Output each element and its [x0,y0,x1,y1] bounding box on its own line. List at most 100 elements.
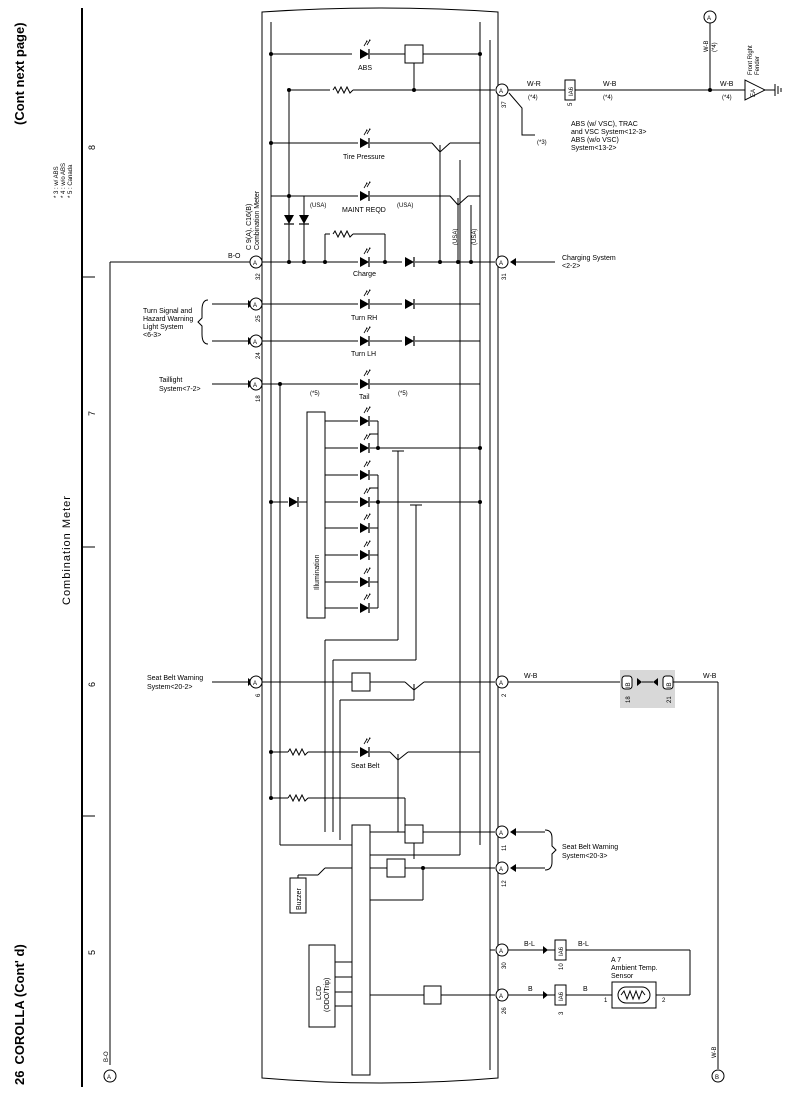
svg-text:System<7-2>: System<7-2> [159,386,201,393]
pin-25: A 25 [249,297,263,322]
svg-text:A: A [253,261,257,267]
svg-text:A: A [107,1075,111,1081]
seatbelt-wb-line: W-B IB IB 18 21 W-B B W-B [508,670,725,1083]
meter-name-line1: C 9(A), C16(B) [246,204,253,250]
svg-text:2: 2 [502,693,508,697]
tire-pressure-indicator: Tire Pressure [269,128,480,262]
svg-text:24: 24 [256,352,262,359]
buzzer-label: Buzzer [296,888,303,910]
svg-text:2: 2 [662,998,666,1004]
svg-text:A: A [253,303,257,309]
svg-text:<6-3>: <6-3> [143,332,161,339]
svg-text:Tire Pressure: Tire Pressure [343,154,385,161]
svg-text:18: 18 [256,395,262,402]
combination-meter-outline [261,7,499,1084]
svg-text:IA6: IA6 [559,946,565,956]
seatbelt-right-system-ref: Seat Belt Warning System<20-3> [510,828,618,872]
svg-text:W-B: W-B [712,1046,718,1058]
svg-text:<2-2>: <2-2> [562,263,580,270]
svg-text:A: A [499,681,503,687]
svg-text:(USA): (USA) [472,229,478,245]
pin-18: A 18 [249,377,263,402]
svg-text:18: 18 [626,696,632,703]
svg-text:IA6: IA6 [559,991,565,1001]
seatbelt-warning-row [212,672,495,840]
svg-text:B-L: B-L [578,941,589,948]
svg-text:IB: IB [626,682,632,688]
lower-block: Buzzer LCD (ODO/Trip) [280,160,495,1076]
svg-text:A: A [253,340,257,346]
grid-ticks [82,276,95,817]
svg-text:W-B: W-B [603,81,617,88]
notes: * 3 : w/ ABS * 4 : w/o ABS * 5 : Canada [54,163,74,198]
svg-text:8: 8 [87,145,97,150]
svg-text:(*4): (*4) [528,95,538,101]
svg-text:and VSC System<12-3>: and VSC System<12-3> [571,129,647,136]
svg-text:System<20-3>: System<20-3> [562,853,608,860]
svg-text:IB: IB [667,682,673,688]
svg-text:A: A [499,949,503,955]
turn-signal-system-ref: Turn Signal and Hazard Warning Light Sys… [143,308,193,339]
svg-text:W-B: W-B [524,673,538,680]
svg-text:System<13-2>: System<13-2> [571,145,617,152]
svg-text:* 5 : Canada: * 5 : Canada [68,164,74,198]
pin-6: A 6 [249,675,263,697]
seat-belt-indicator: Seat Belt [269,737,480,832]
svg-text:Seat Belt: Seat Belt [351,763,379,770]
svg-text:ABS (w/ VSC), TRAC: ABS (w/ VSC), TRAC [571,121,638,128]
svg-text:System<20-2>: System<20-2> [147,684,193,691]
svg-text:Turn RH: Turn RH [351,315,377,322]
svg-text:A: A [253,383,257,389]
turn-lh-indicator: Turn LH [212,326,480,358]
svg-text:A: A [499,994,503,1000]
svg-text:5: 5 [87,950,97,955]
svg-text:Hazard Warning: Hazard Warning [143,316,193,323]
svg-text:12: 12 [502,880,508,887]
svg-text:A: A [499,867,503,873]
pin-2: A 2 [495,675,509,697]
svg-text:A: A [253,681,257,687]
ground-triangle [744,79,767,101]
pin-32: A 32 [249,255,263,280]
svg-text:Light System: Light System [143,324,184,331]
svg-text:10: 10 [559,963,565,970]
svg-text:3: 3 [559,1011,565,1015]
svg-text:A: A [499,89,503,95]
svg-text:Sensor: Sensor [611,973,634,980]
continue-next-page: (Cont next page) [12,22,27,125]
svg-text:(USA): (USA) [453,229,459,245]
svg-text:IA6: IA6 [569,86,575,96]
pin-31: A 31 [495,255,509,280]
svg-text:W-B: W-B [720,81,734,88]
page-title: 26COROLLA (Cont' d) [12,944,27,1085]
svg-text:Front Right: Front Right [748,45,754,75]
svg-text:1: 1 [604,998,608,1004]
svg-text:B: B [528,986,533,993]
svg-text:31: 31 [502,273,508,280]
svg-text:Turn Signal and: Turn Signal and [143,308,192,315]
tail-indicator: Tail (*5) (*5) [212,369,480,401]
svg-text:(*3): (*3) [537,140,547,146]
maint-reqd-indicator: MAINT REQD (USA) (USA) (USA) (USA) [271,181,480,262]
svg-text:Seat Belt Warning: Seat Belt Warning [147,675,203,682]
turn-brace [197,299,209,345]
svg-text:6: 6 [87,682,97,687]
seatbelt-left-system-ref: Seat Belt Warning System<20-2> [147,675,203,691]
svg-text:11: 11 [502,844,508,851]
svg-text:Turn LH: Turn LH [351,351,376,358]
svg-text:A: A [499,831,503,837]
abs-ground-line: IA6 5 W-R (*4) W-B (*4) W-B (*4) A W-B (… [508,10,782,152]
svg-text:5: 5 [568,102,574,106]
svg-text:W-B: W-B [704,40,710,52]
taillight-system-ref: Taillight System<7-2> [159,377,201,393]
svg-text:(*5): (*5) [310,391,320,397]
pin-11: A 11 [495,825,509,851]
svg-text:25: 25 [256,315,262,322]
svg-text:B: B [583,986,588,993]
pin-26: A 26 [495,988,509,1014]
charge-indicator: Charge B-O [109,230,495,1065]
section-title: Combination Meter [61,495,73,605]
svg-text:(*5): (*5) [398,391,408,397]
connector-pins: A 37 A 32 A 31 A 25 A 24 A 18 [249,83,509,1014]
svg-text:* 4 : w/o ABS: * 4 : w/o ABS [61,163,67,198]
